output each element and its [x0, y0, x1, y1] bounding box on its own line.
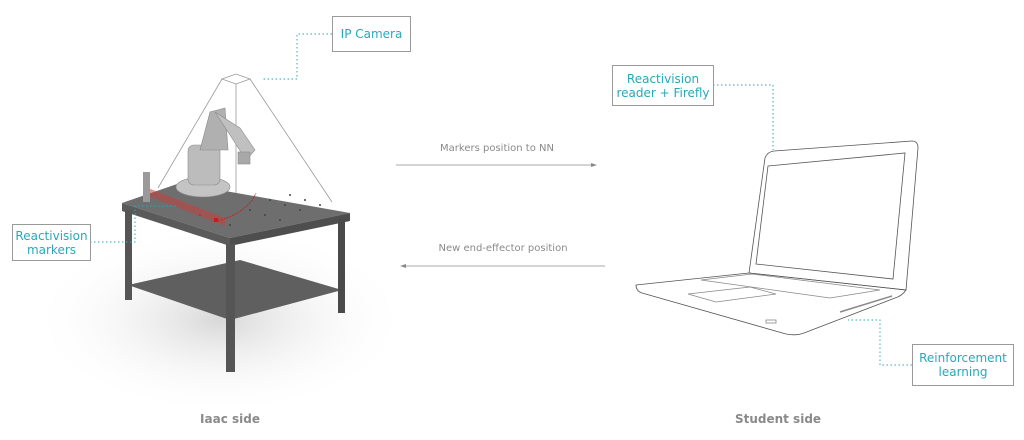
label-reinforcement-learning: Reinforcement learning [912, 344, 1014, 386]
arrow-label-to-iaac: New end-effector position [438, 243, 568, 254]
ip-camera-icon [157, 73, 333, 238]
robot-arm-icon [175, 107, 256, 198]
connector-lines [90, 33, 912, 366]
arrow-label-to-student: Markers position to NN [440, 143, 554, 154]
side-label-student: Student side [734, 412, 822, 426]
arrow-to-iaac [400, 264, 605, 268]
label-reactivision-markers: Reactivision markers [12, 224, 91, 261]
label-ip-camera: IP Camera [332, 16, 411, 52]
arrow-to-student [396, 163, 597, 167]
label-reactivision-reader: Reactivision reader + Firefly [612, 65, 714, 106]
laptop-icon [635, 140, 919, 336]
side-label-iaac: Iaac side [200, 412, 260, 426]
table-icon [122, 172, 350, 372]
